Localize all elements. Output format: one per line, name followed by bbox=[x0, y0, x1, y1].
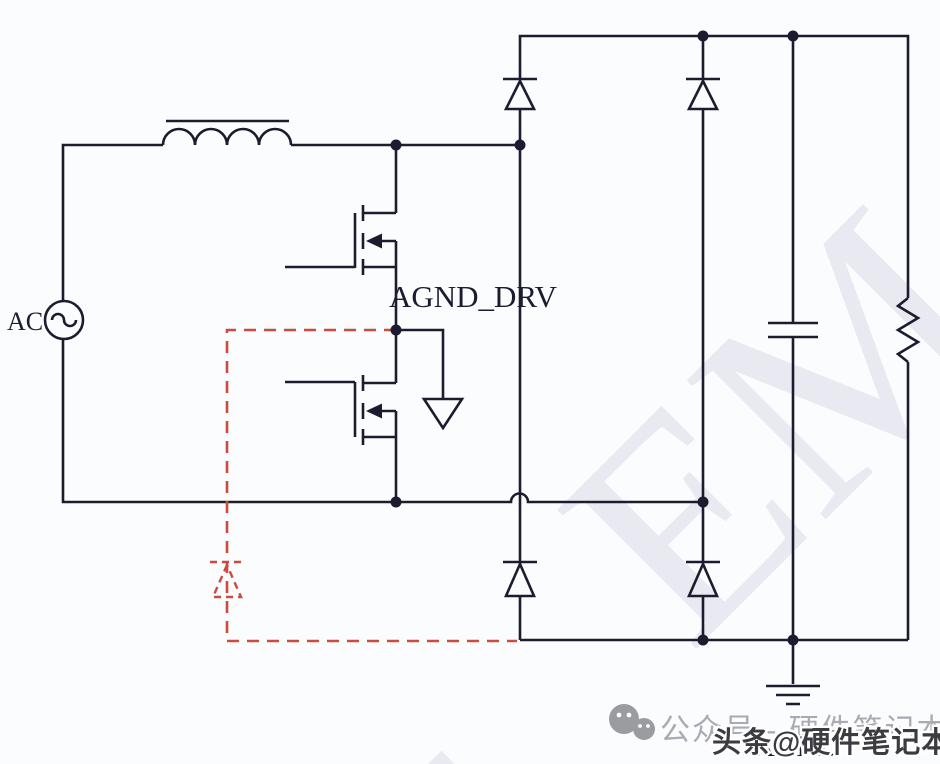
low-side-mosfet-icon bbox=[285, 330, 398, 502]
ls-body-arrow bbox=[366, 403, 382, 419]
driver-ground-label: AGND_DRV bbox=[389, 279, 558, 314]
inductor-icon bbox=[161, 127, 293, 146]
ac-source-icon bbox=[43, 299, 85, 341]
highlighted-current-path bbox=[210, 328, 517, 643]
red-dashed-diode-icon bbox=[210, 560, 244, 599]
wire-neutral-rail-with-hop bbox=[61, 339, 703, 504]
rectifier-and-output bbox=[503, 34, 921, 706]
junction-dots bbox=[390, 30, 799, 646]
wechat-icon bbox=[609, 704, 655, 740]
earth-ground-icon bbox=[766, 640, 820, 706]
wire-top-rail bbox=[518, 34, 910, 298]
high-side-mosfet-icon bbox=[285, 205, 398, 330]
driver-ground-icon bbox=[396, 328, 465, 431]
byline-text: 头条@硬件笔记本 bbox=[712, 726, 940, 759]
diode-top-right-icon bbox=[686, 77, 720, 111]
hs-body-arrow bbox=[366, 233, 382, 249]
system-ground-label: AGND bbox=[753, 730, 840, 763]
diode-top-left-icon bbox=[503, 77, 537, 111]
wiring bbox=[61, 119, 703, 504]
wire-ac-top bbox=[61, 143, 163, 301]
ac-source-label: AC bbox=[7, 307, 43, 336]
load-resistor-icon bbox=[895, 296, 921, 640]
diode-bottom-left-icon bbox=[503, 560, 537, 598]
watermark-big-letters: EM bbox=[501, 148, 940, 701]
wechat-watermark-text: 公众号 - 硬件笔记本 bbox=[660, 714, 940, 747]
output-capacitor-icon bbox=[768, 36, 818, 640]
watermark-corner-letter: E bbox=[281, 682, 645, 764]
red-dashed-loop bbox=[225, 328, 517, 643]
